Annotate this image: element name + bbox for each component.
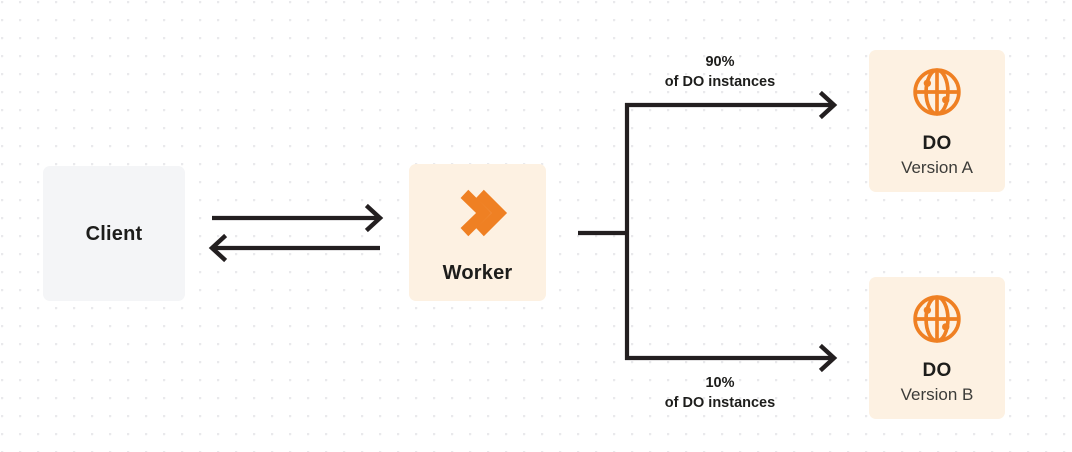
node-do-a-subtitle: Version A bbox=[901, 157, 973, 177]
node-worker[interactable]: Worker bbox=[409, 164, 546, 301]
globe-icon bbox=[909, 291, 965, 347]
node-client-title: Client bbox=[85, 222, 143, 245]
edge-label-do-b-text: of DO instances bbox=[664, 394, 776, 411]
node-do-version-a[interactable]: DO Version A bbox=[869, 50, 1005, 192]
edge-label-do-a-text: of DO instances bbox=[664, 73, 776, 90]
edge-label-do-b-percent: 10% bbox=[705, 375, 735, 391]
edge-label-do-a-percent: 90% bbox=[705, 54, 735, 70]
node-worker-title: Worker bbox=[442, 261, 513, 284]
cloudflare-workers-icon bbox=[447, 182, 509, 244]
edge-worker-to-client bbox=[208, 233, 380, 263]
edge-label-do-b: 10% of DO instances bbox=[604, 374, 836, 413]
node-do-b-subtitle: Version B bbox=[900, 384, 974, 404]
node-do-a-title: DO bbox=[922, 132, 952, 154]
node-do-b-title: DO bbox=[922, 359, 952, 381]
edge-label-do-a: 90% of DO instances bbox=[604, 53, 836, 92]
node-client[interactable]: Client bbox=[43, 166, 185, 301]
edge-worker-to-do-a bbox=[625, 90, 838, 120]
edge-client-to-worker bbox=[212, 203, 384, 233]
globe-icon bbox=[909, 64, 965, 120]
edge-worker-to-do-b bbox=[625, 343, 838, 373]
node-do-version-b[interactable]: DO Version B bbox=[869, 277, 1005, 419]
